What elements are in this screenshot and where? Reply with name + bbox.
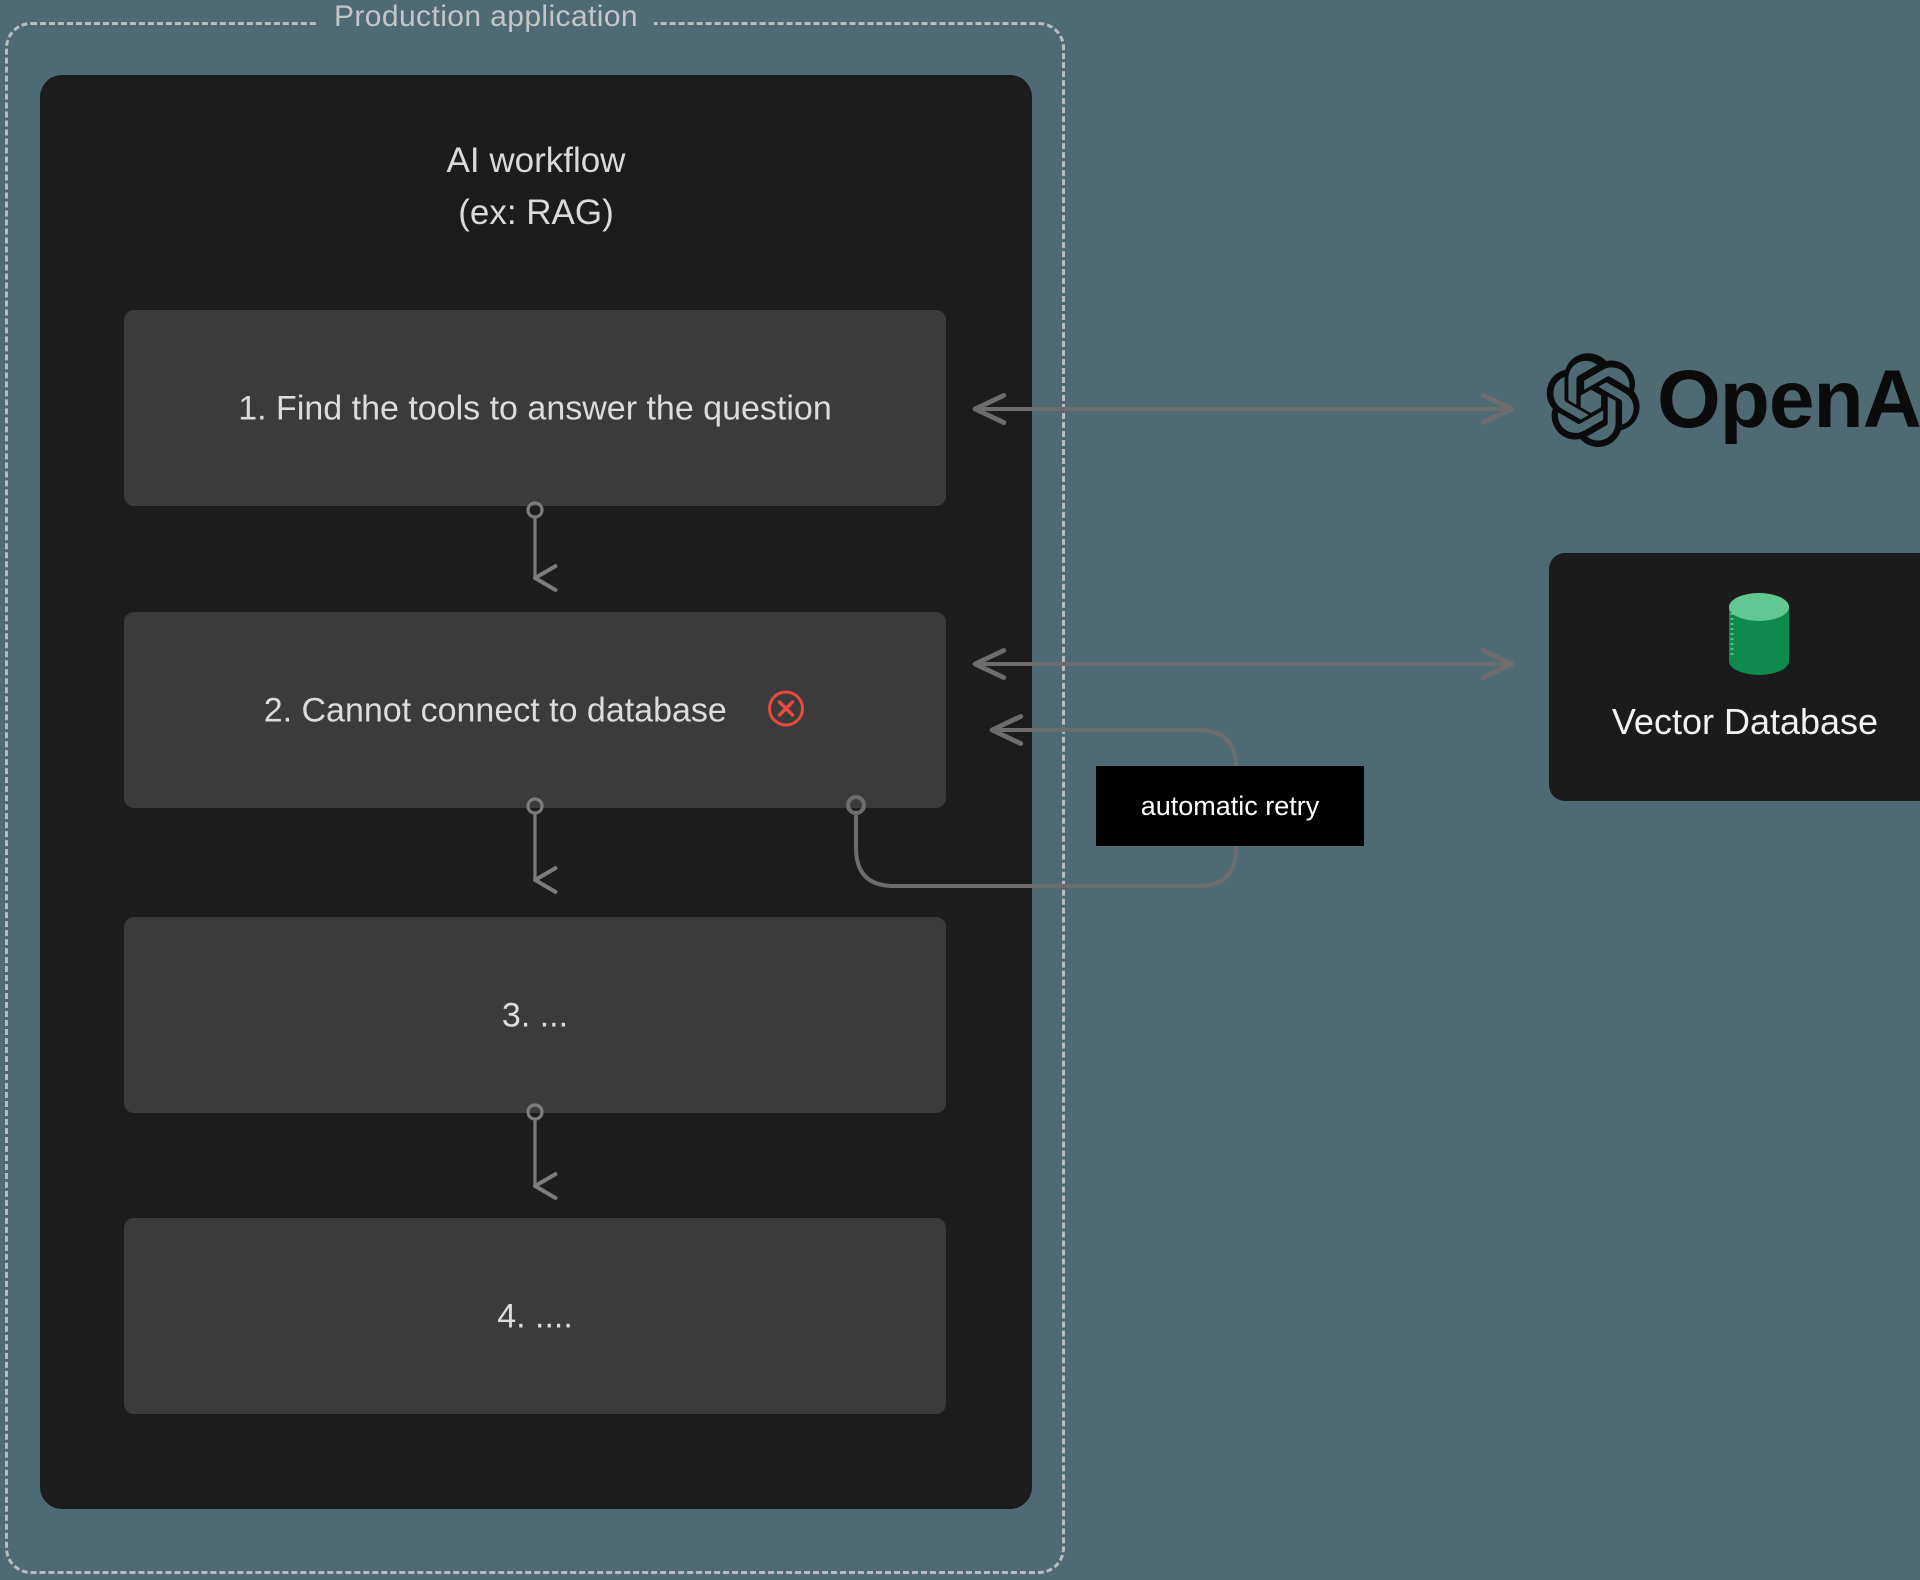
openai-service: OpenAI [1545,352,1920,448]
ai-workflow-title: AI workflow (ex: RAG) [446,141,626,232]
workflow-step-2[interactable]: 2. Cannot connect to database [124,612,946,808]
workflow-step-2-label: 2. Cannot connect to database [263,691,727,730]
error-circle-x-icon [766,689,806,729]
workflow-step-4[interactable]: 4. .... [124,1218,946,1414]
workflow-step-4-content: 4. .... [124,1296,946,1337]
openai-wordmark: OpenAI [1657,354,1920,445]
workflow-step-4-label: 4. .... [497,1297,573,1336]
workflow-step-1[interactable]: 1. Find the tools to answer the question [124,310,946,506]
production-application-title: Production application [318,0,654,34]
workflow-step-1-content: 1. Find the tools to answer the question [124,388,946,429]
workflow-step-3-content: 3. ... [124,995,946,1036]
vector-database-label: Vector Database [1611,701,1879,742]
database-cylinder-icon [1723,589,1795,679]
workflow-step-2-content: 2. Cannot connect to database [124,689,946,730]
workflow-step-1-label: 1. Find the tools to answer the question [238,389,832,428]
workflow-step-3[interactable]: 3. ... [124,917,946,1113]
openai-logo-icon [1545,352,1641,448]
automatic-retry-label: automatic retry [1096,766,1364,846]
vector-database-service: Vector Database [1549,553,1920,801]
workflow-step-3-label: 3. ... [501,996,569,1035]
